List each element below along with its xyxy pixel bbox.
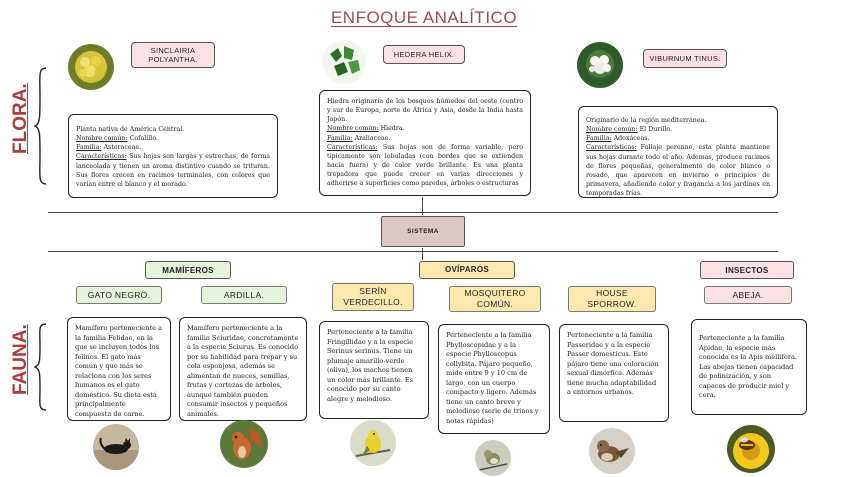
family-label: Familia: xyxy=(76,144,102,152)
features-value: Follaje perenne, esta planta mantiene su… xyxy=(586,144,770,197)
flora-desc-sinclairia: Planta nativa de América Central. Nombre… xyxy=(68,114,278,198)
squirrel-icon xyxy=(220,420,268,468)
sparrow-bird-icon xyxy=(589,428,635,474)
features-label: Características: xyxy=(76,153,127,161)
fauna-desc-mosquitero: Perteneciente a la familia Phylloscopida… xyxy=(438,324,550,434)
category-mamiferos: MAMÍFEROS xyxy=(145,261,231,279)
fauna-side-label: FAUNA. xyxy=(10,324,31,395)
flora-desc-viburnum: Originario de la región mediterránea. No… xyxy=(578,106,778,198)
common-name-value: Cofalillo. xyxy=(127,135,158,143)
common-name-value: El Durillo. xyxy=(637,126,673,134)
features-label: Características: xyxy=(327,143,378,151)
chiffchaff-bird-icon xyxy=(475,440,511,476)
flora-name-hedera: HEDERA HELIX. xyxy=(383,45,465,64)
family-label: Familia: xyxy=(586,135,612,143)
common-name-label: Nombre común: xyxy=(327,125,379,133)
white-flower-cluster-icon xyxy=(577,42,623,88)
common-name-label: Nombre común: xyxy=(586,126,638,134)
fauna-name-ardilla: ARDILLA. xyxy=(201,286,287,304)
features-value: Sus hojas son de forma variable, pero tí… xyxy=(327,143,523,188)
black-cat-icon xyxy=(93,424,139,470)
fauna-desc-gato: Mamífero perteneciente a la familia Feli… xyxy=(67,317,171,421)
yellow-flower-cluster-icon xyxy=(68,44,114,90)
flora-side-label: FLORA. xyxy=(10,83,31,154)
flora-desc-hedera: Hiedra originaria de los bosques húmedos… xyxy=(319,90,531,196)
connector-line xyxy=(422,197,423,215)
features-label: Características: xyxy=(586,144,637,152)
category-oviparos: OVÍPAROS xyxy=(419,261,515,279)
fauna-brace xyxy=(34,323,47,411)
fauna-name-serin: SERÍN VERDECILLO. xyxy=(332,283,414,311)
ivy-leaves-icon xyxy=(322,40,366,84)
fauna-desc-ardilla: Mamífero perteneciente a la familia Sciu… xyxy=(179,317,307,421)
flora-intro: Planta nativa de América Central. xyxy=(76,126,185,133)
fauna-name-gato: GATO NEGRO. xyxy=(76,286,162,304)
bee-on-flower-icon xyxy=(727,425,775,473)
features-value: Sus hojas son largas y estrechas, de for… xyxy=(76,153,270,188)
fauna-desc-serin: Perteneciente a la familia Fringillidae … xyxy=(319,321,429,419)
fauna-name-mosquitero: MOSQUITERO COMÚN. xyxy=(449,286,541,312)
family-value: Araliaceae. xyxy=(352,134,391,142)
common-name-value: Hiedra. xyxy=(378,125,405,133)
family-value: Adoxáceas. xyxy=(611,135,650,143)
page-title: ENFOQUE ANALÍTICO xyxy=(330,8,518,27)
serin-bird-icon xyxy=(350,420,396,466)
fauna-desc-sparrow: Perteneciente a la familia Passeridae y … xyxy=(559,324,669,422)
flora-intro: Hiedra originaria de los bosques húmedos… xyxy=(327,98,523,124)
family-value: Asteraceae. xyxy=(101,144,142,152)
category-insectos: INSECTOS xyxy=(700,261,794,279)
flora-name-viburnum: VIBURNUM TINUS. xyxy=(643,49,727,68)
system-bottom-line xyxy=(48,251,778,252)
fauna-desc-abeja: Perteneciente a la familia Apidae, la es… xyxy=(691,319,807,415)
flora-brace xyxy=(34,67,47,185)
family-label: Familia: xyxy=(327,134,353,142)
fauna-name-sparrow: HOUSE SPORROW. xyxy=(568,286,656,312)
flora-name-sinclairia: SINCLAIRIA POLYANTHA. xyxy=(131,42,215,68)
system-top-line xyxy=(48,212,778,213)
flora-intro: Originario de la región mediterránea. xyxy=(586,117,707,124)
connector-line xyxy=(422,248,423,260)
fauna-name-abeja: ABEJA. xyxy=(704,286,792,304)
system-box: SISTEMA xyxy=(381,216,465,247)
common-name-label: Nombre común: xyxy=(76,135,128,143)
